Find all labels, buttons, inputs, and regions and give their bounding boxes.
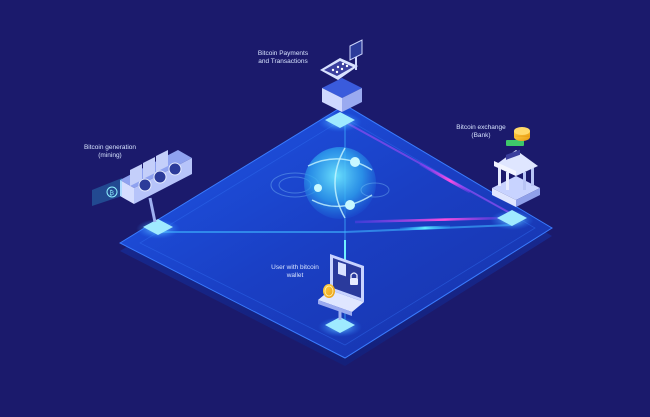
exchange-label: Bitcoin exchange (Bank)	[448, 124, 514, 140]
payments-label-line1: Bitcoin Payments	[257, 50, 309, 57]
mining-label: Bitcoin generation (mining)	[77, 144, 143, 160]
exchange-label-line2: (Bank)	[471, 132, 491, 139]
bitcoin-coin-icon	[506, 127, 530, 146]
payments-label: Bitcoin Payments and Transactions	[250, 50, 316, 66]
globe-network-icon	[270, 147, 390, 219]
bank-icon	[492, 149, 540, 207]
mining-rig-icon: ₿	[92, 150, 192, 223]
mining-label-line2: (mining)	[98, 152, 122, 159]
wallet-label-line1: User with bitcoin	[271, 264, 319, 271]
payments-label-line2: and Transactions	[258, 58, 308, 65]
exchange-label-line1: Bitcoin exchange	[456, 124, 506, 131]
wallet-label: User with bitcoin wallet	[262, 264, 328, 280]
wallet-coin-icon	[323, 284, 335, 298]
padlock-icon	[350, 272, 358, 285]
cash-register-icon	[320, 39, 363, 112]
node-pad-wallet	[318, 317, 362, 337]
node-pad-mining	[136, 219, 180, 239]
node-pad-exchange	[490, 210, 534, 230]
node-pad-payments	[318, 112, 362, 132]
mining-label-line1: Bitcoin generation	[83, 144, 137, 151]
svg-text:₿: ₿	[110, 190, 115, 197]
wallet-label-line2: wallet	[286, 272, 304, 279]
